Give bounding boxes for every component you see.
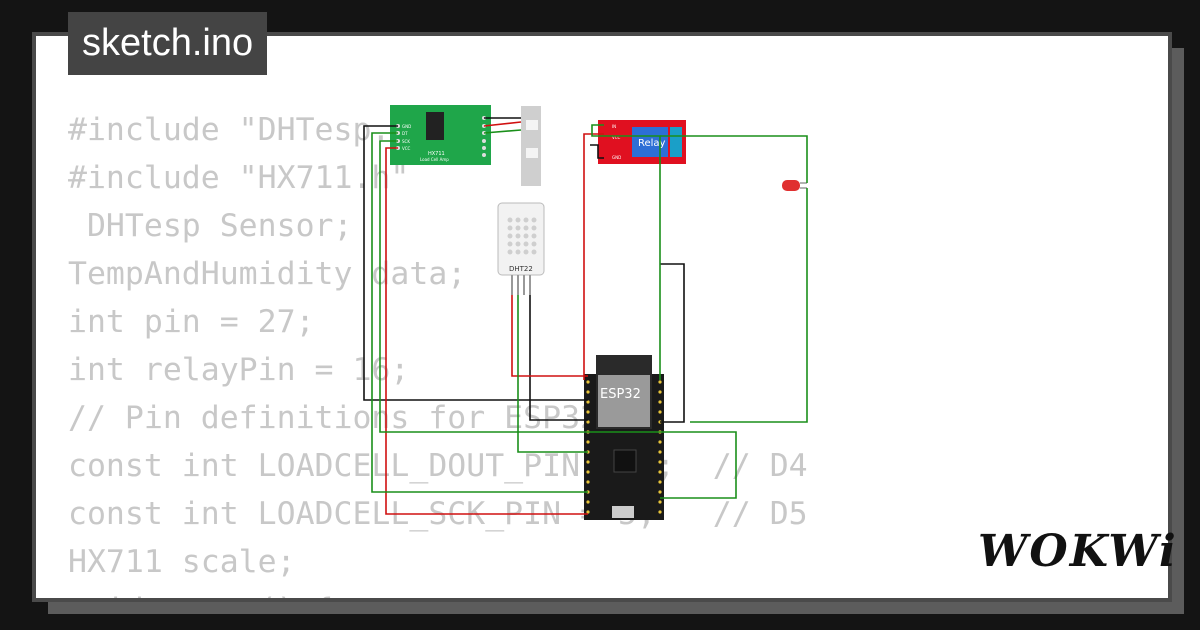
file-tab[interactable]: sketch.ino bbox=[68, 12, 268, 75]
code-line: void setup() { bbox=[68, 586, 808, 598]
load-cell-connector[interactable] bbox=[521, 106, 541, 186]
code-line: #include "HX711.h" bbox=[68, 160, 410, 196]
hx711-title: HX711 bbox=[428, 151, 445, 157]
code-line: int relayPin = 16; bbox=[68, 352, 410, 388]
relay-module[interactable]: Relay IN VCC GND bbox=[598, 120, 686, 164]
code-line: DHTesp Sensor; bbox=[68, 208, 353, 244]
hx711-module[interactable]: GND DT SCK VCC HX711 Load Cell Amp bbox=[390, 105, 491, 165]
relay-pin-label: IN bbox=[612, 124, 616, 129]
relay-pin-label: GND bbox=[612, 155, 621, 160]
relay-label: Relay bbox=[638, 138, 666, 149]
code-line: TempAndHumidity data; bbox=[68, 256, 467, 292]
esp32-label: ESP32 bbox=[600, 387, 641, 402]
hx711-pin-label: SCK bbox=[402, 139, 410, 144]
code-line: int pin = 27; bbox=[68, 304, 315, 340]
relay-pin-label: VCC bbox=[612, 135, 621, 140]
esp32-board[interactable]: ESP32 bbox=[584, 355, 664, 520]
dht22-label: DHT22 bbox=[509, 265, 533, 273]
code-line: HX711 scale; bbox=[68, 544, 296, 580]
hx711-pin-label: GND bbox=[402, 124, 411, 129]
dht22-sensor[interactable]: DHT22 bbox=[497, 202, 545, 295]
code-line: // Pin definitions for ESP32 bbox=[68, 400, 600, 436]
hx711-pin-label: DT bbox=[402, 131, 408, 136]
hx711-subtitle: Load Cell Amp bbox=[420, 157, 449, 162]
hx711-pin-label: VCC bbox=[402, 146, 411, 151]
wires bbox=[363, 117, 808, 515]
wokwi-logo: WOKWi bbox=[978, 526, 1178, 577]
led[interactable] bbox=[782, 180, 807, 191]
